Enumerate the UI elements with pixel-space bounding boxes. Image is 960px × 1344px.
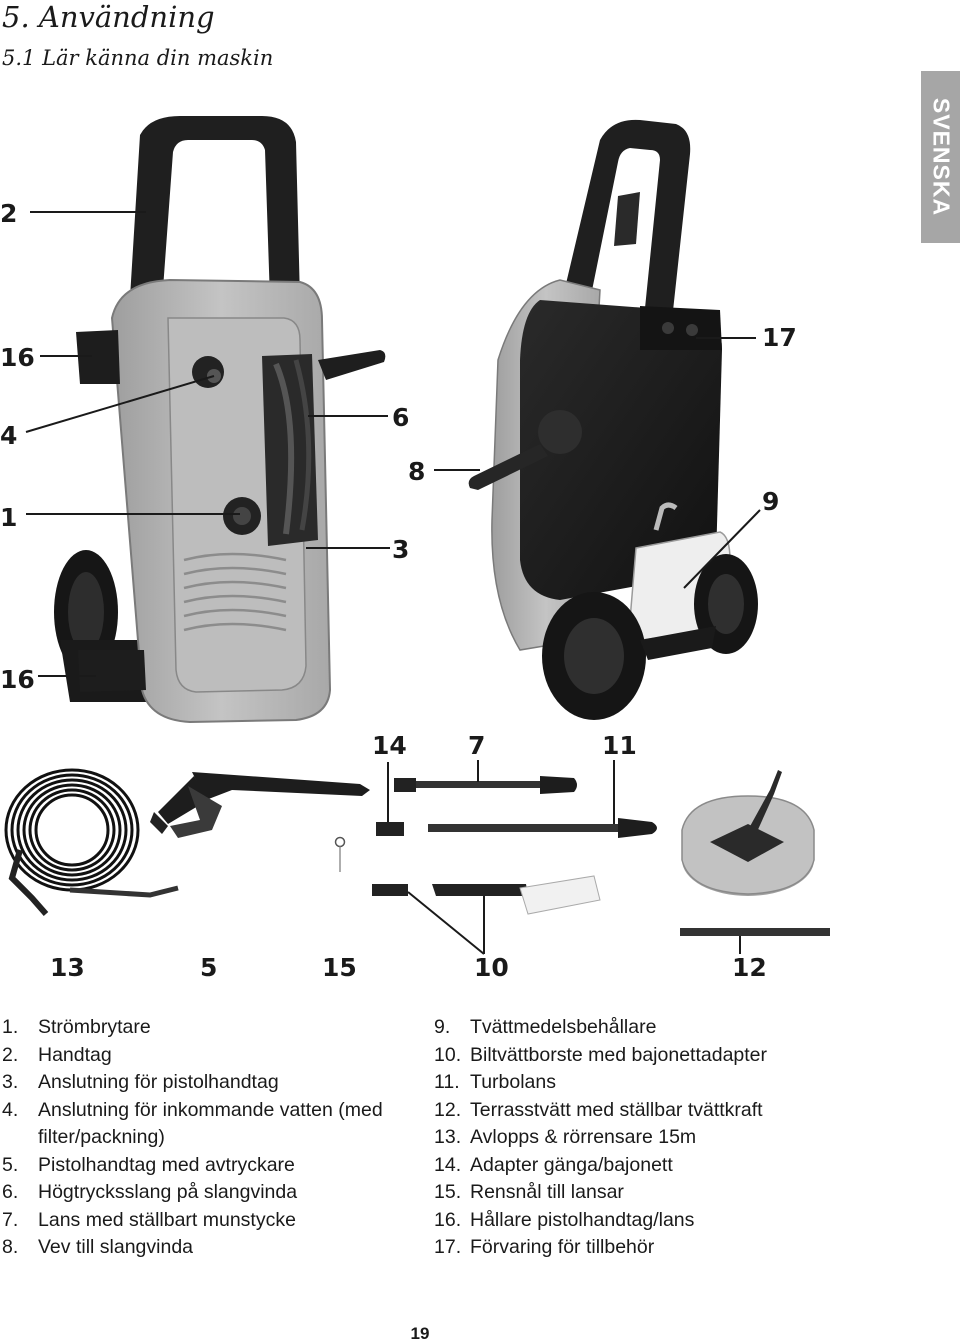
callout-1: 1: [0, 503, 17, 532]
gun-holder-16-bottom: [78, 650, 146, 692]
callout-6: 6: [392, 403, 409, 432]
list-item: 9.Tvättmedelsbehållare: [434, 1016, 657, 1038]
list-item: 16.Hållare pistolhandtag/lans: [434, 1208, 695, 1231]
adapter-14: [376, 822, 404, 836]
list-item: 6.Högtrycksslang på slangvinda: [2, 1181, 298, 1203]
lance-7: [394, 776, 577, 794]
language-tab: SVENSKA: [921, 71, 960, 243]
list-item: 7.Lans med ställbart munstycke: [2, 1208, 296, 1231]
list-item: 14.Adapter gänga/bajonett: [434, 1153, 673, 1176]
callout-12: 12: [732, 953, 767, 982]
callout-7: 7: [468, 731, 485, 760]
callout-numbers: 2 16 4 1 16 6 3 8 17 9 14 7 11 13 5 15 1…: [0, 199, 797, 982]
callout-16-bottom: 16: [0, 665, 35, 694]
subsection-title: 5.1 Lär känna din maskin: [2, 46, 274, 70]
gun-holder-16-top: [76, 330, 120, 384]
callout-10: 10: [474, 953, 509, 982]
spray-gun-5: [150, 772, 370, 838]
rear-view-machine: [468, 119, 758, 720]
callout-13: 13: [50, 953, 85, 982]
callout-14: 14: [372, 731, 407, 760]
list-item: 13.Avlopps & rörrensare 15m: [434, 1126, 697, 1148]
rear-housing: [520, 300, 722, 600]
callout-2: 2: [0, 199, 17, 228]
callout-16-top: 16: [0, 343, 35, 372]
callout-15: 15: [322, 953, 357, 982]
list-item: 17.Förvaring för tillbehör: [434, 1236, 655, 1258]
drain-cleaner-hose-13: [4, 768, 140, 892]
list-item: 1.Strömbrytare: [2, 1016, 151, 1038]
turbo-lance-11: [428, 818, 657, 838]
list-item: 11.Turbolans: [434, 1071, 556, 1093]
callout-5: 5: [200, 953, 217, 982]
list-item: 12.Terrasstvätt med ställbar tvättkraft: [434, 1098, 763, 1121]
callout-11: 11: [602, 731, 637, 760]
list-item: 8.Vev till slangvinda: [2, 1236, 194, 1258]
section-title: 5. Användning: [2, 0, 215, 34]
callout-4: 4: [0, 421, 17, 450]
list-item: 15.Rensnål till lansar: [434, 1181, 624, 1203]
accessories: [4, 768, 830, 936]
cleaning-needle-15: [334, 836, 346, 872]
leader-lines: [25, 211, 761, 955]
callout-17: 17: [762, 323, 797, 352]
callout-8: 8: [408, 457, 425, 486]
list-item: 3.Anslutning för pistolhandtag: [2, 1071, 279, 1093]
list-item: 4.Anslutning för inkommande vatten (med …: [2, 1098, 383, 1149]
callout-9: 9: [762, 487, 779, 516]
car-brush-10: [372, 875, 601, 915]
list-item: 5.Pistolhandtag med avtryckare: [2, 1153, 295, 1176]
patio-cleaner-12: [680, 770, 830, 936]
machine-illustration: 2 16 4 1 16 6 3 8 17 9 14 7 11 13 5 15 1…: [0, 116, 830, 982]
parts-list-right: 9.Tvättmedelsbehållare 10.Biltvättborste…: [434, 1014, 914, 1262]
page-number: 19: [410, 1324, 430, 1343]
rear-handle: [556, 119, 691, 330]
list-item: 2.Handtag: [2, 1043, 112, 1066]
list-item: 10.Biltvättborste med bajonettadapter: [434, 1043, 768, 1066]
callout-3: 3: [392, 535, 409, 564]
parts-list-left: 1.Strömbrytare 2.Handtag 3.Anslutning fö…: [2, 1014, 402, 1262]
accessory-storage-17: [640, 306, 722, 350]
front-view-machine: [54, 116, 386, 724]
handle-2: [128, 116, 300, 330]
